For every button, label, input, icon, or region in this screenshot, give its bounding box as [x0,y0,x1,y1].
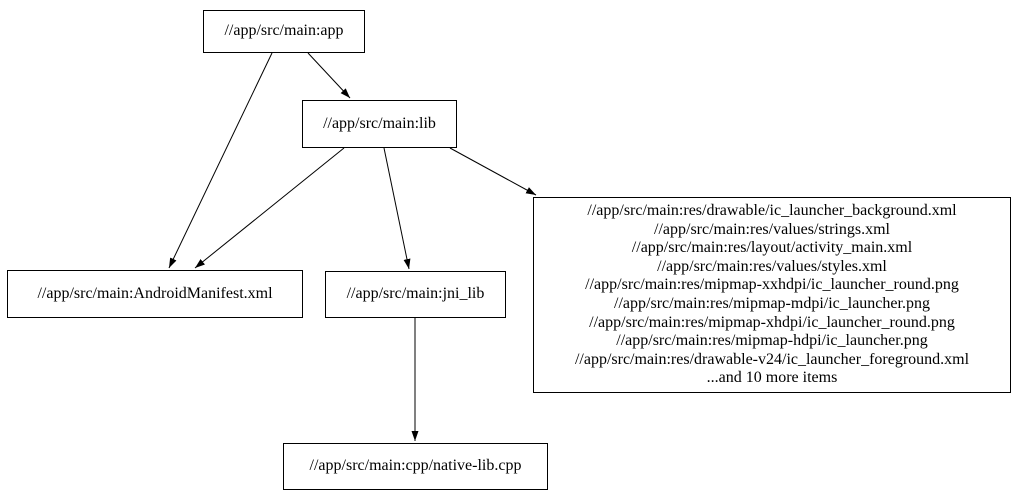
resource-line: //app/src/main:res/values/styles.xml [657,257,887,275]
edge-app-to-lib [307,52,351,99]
resource-line: //app/src/main:res/mipmap-mdpi/ic_launch… [614,295,930,312]
edge-lib-to-manifest [194,147,345,269]
resource-more-items-label: ...and 10 more items [706,369,838,387]
edge-lib-to-resources [449,147,537,196]
node-android-manifest: //app/src/main:AndroidManifest.xml [7,270,303,318]
resource-line: //app/src/main:res/drawable/ic_launcher_… [587,202,957,220]
resource-line: //app/src/main:res/layout/activity_main.… [631,239,913,257]
node-android-manifest-label: //app/src/main:AndroidManifest.xml [37,284,273,302]
node-lib-label: //app/src/main:lib [323,114,436,132]
resource-line: //app/src/main:res/mipmap-xhdpi/ic_launc… [589,313,955,331]
node-app-label: //app/src/main:app [224,22,344,40]
edge-app-to-manifest [168,52,273,269]
node-app: //app/src/main:app [203,10,365,53]
resource-line: //app/src/main:res/values/strings.xml [654,220,890,238]
node-native-lib-cpp-label: //app/src/main:cpp/native-lib.cpp [309,457,522,475]
node-resources-group: //app/src/main:res/drawable/ic_launcher_… [533,197,1011,393]
edge-lib-to-jni-lib [383,147,411,270]
node-lib: //app/src/main:lib [302,100,457,148]
node-jni-lib: //app/src/main:jni_lib [325,271,506,318]
node-jni-lib-label: //app/src/main:jni_lib [346,285,485,303]
resource-line: //app/src/main:res/mipmap-xxhdpi/ic_laun… [585,276,959,294]
resource-line: //app/src/main:res/drawable-v24/ic_launc… [574,350,970,368]
resource-line: //app/src/main:res/mipmap-hdpi/ic_launch… [616,332,928,350]
node-native-lib-cpp: //app/src/main:cpp/native-lib.cpp [283,443,548,490]
